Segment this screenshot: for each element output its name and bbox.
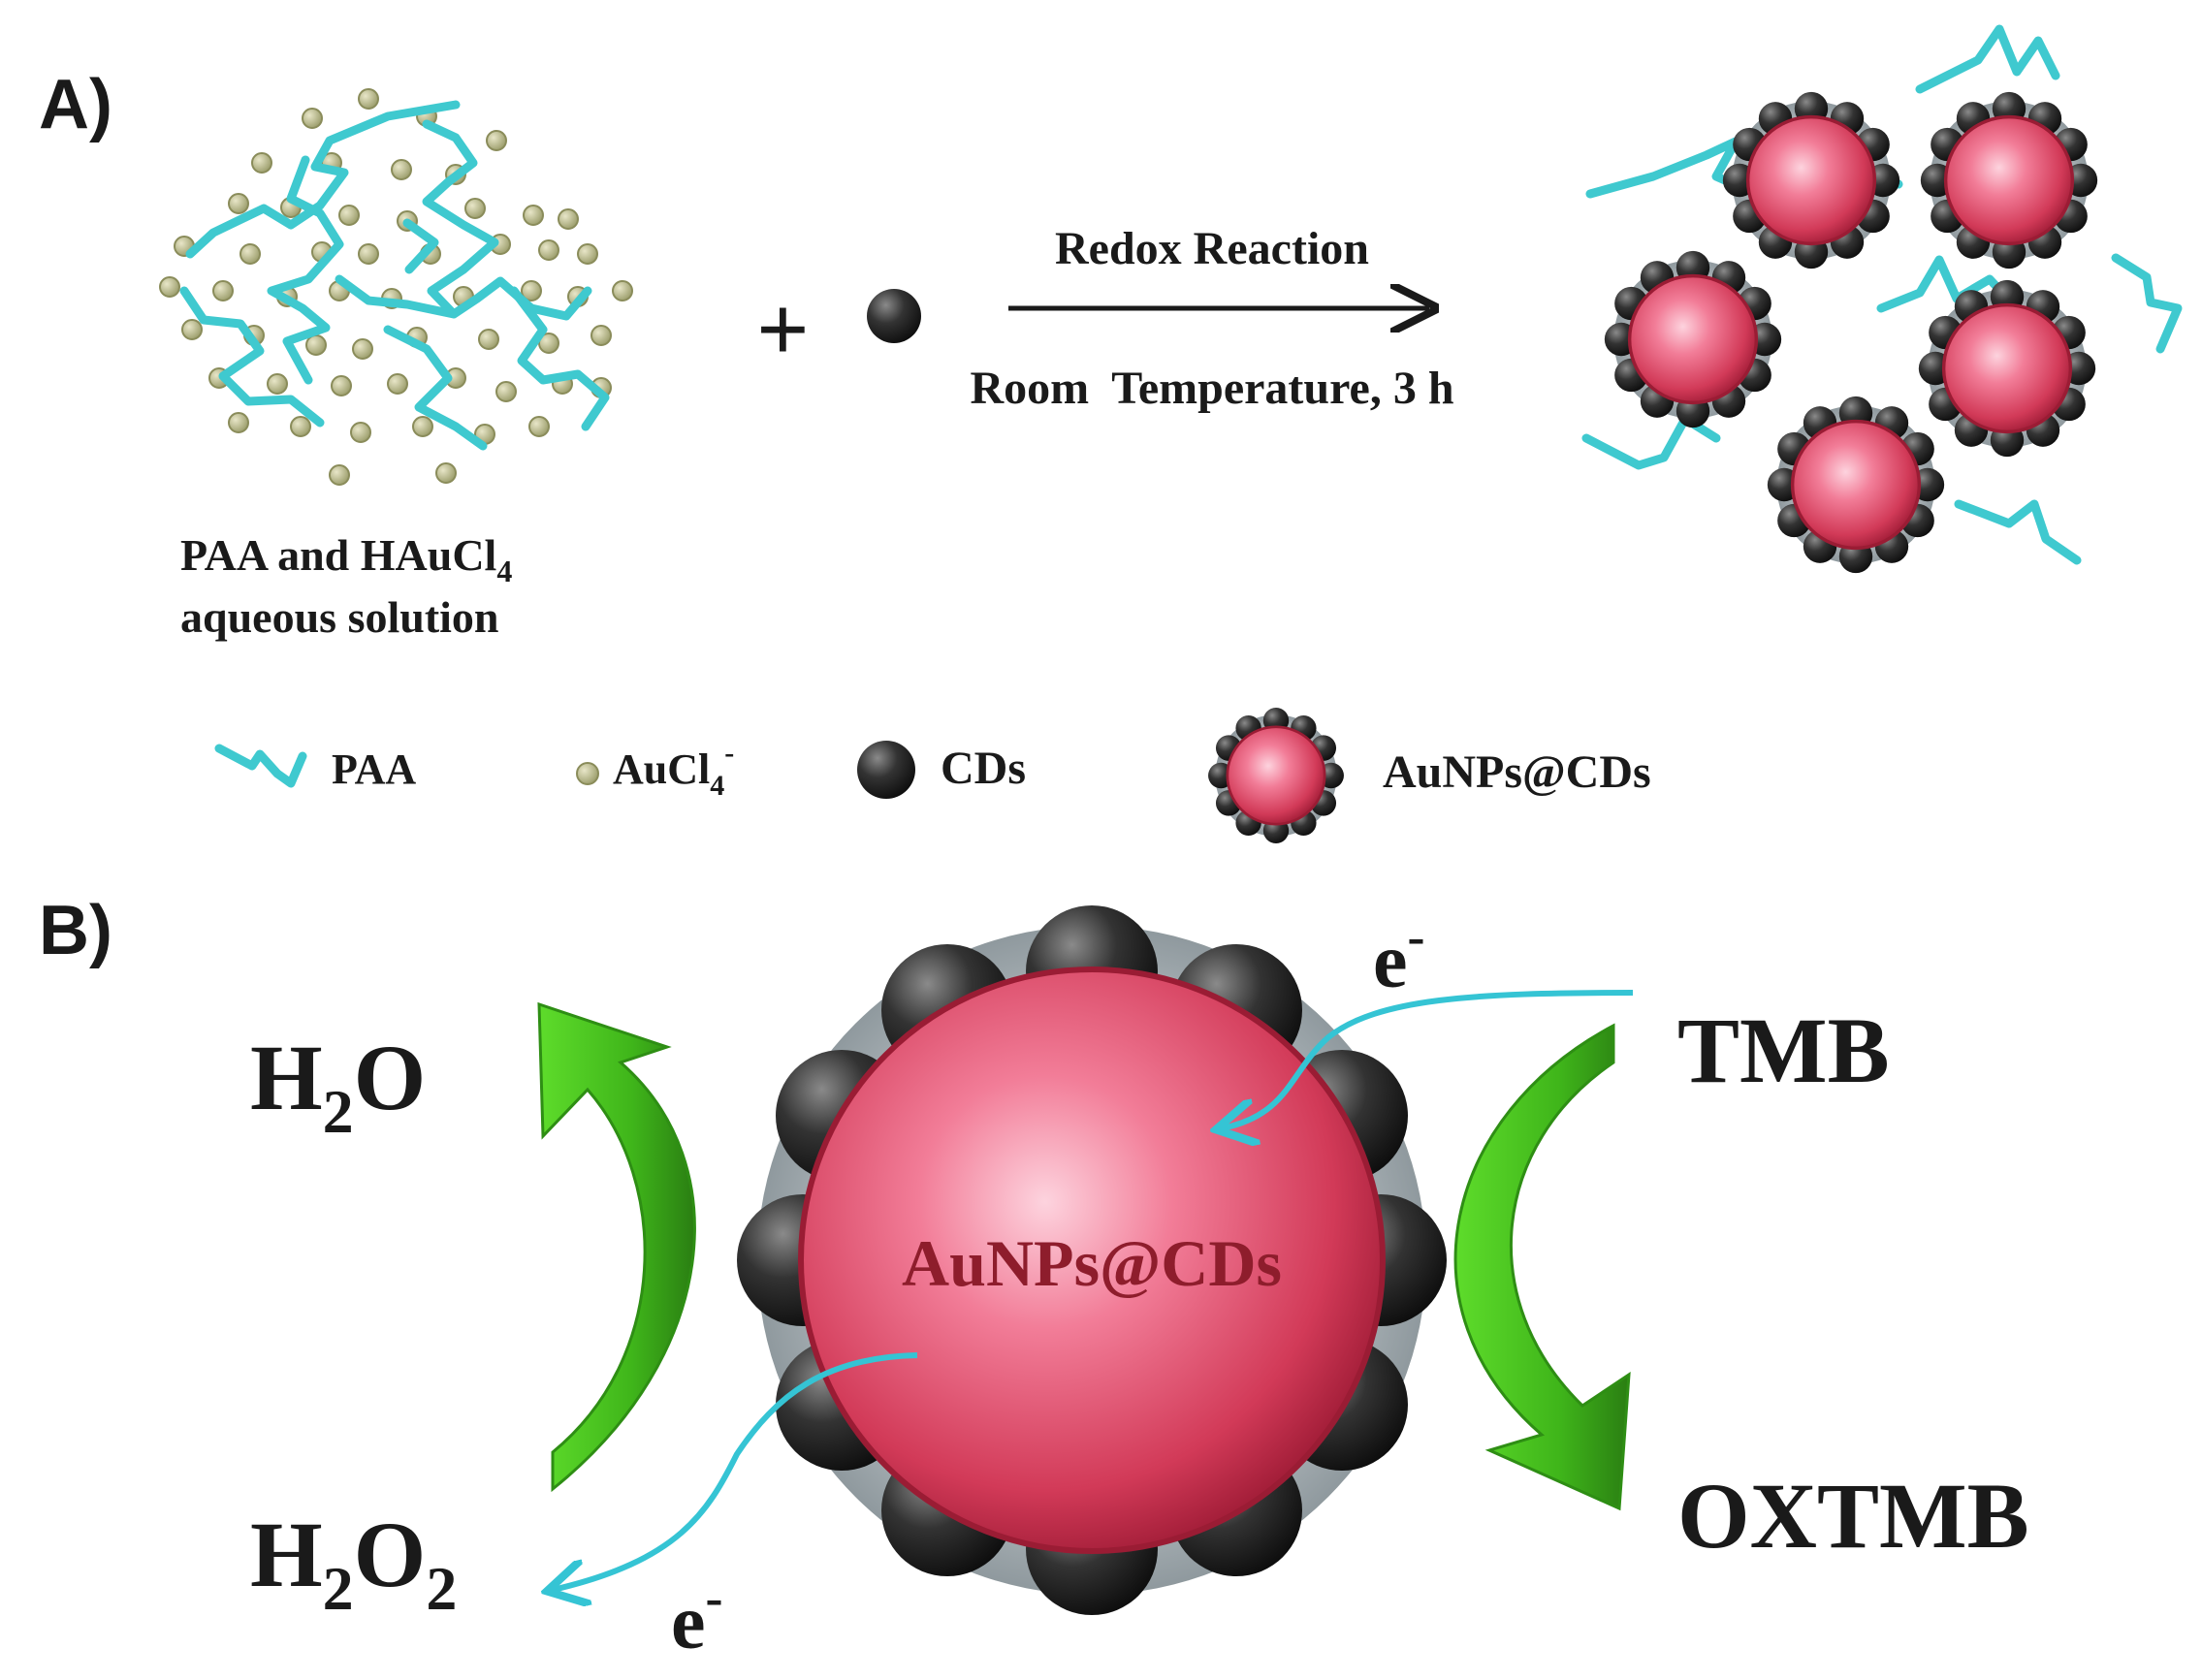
- electron-bottom-e: e: [671, 1580, 706, 1665]
- h2o-sub: 2: [323, 1077, 354, 1146]
- paa-chains: [179, 100, 610, 451]
- central-nanoparticle: AuNPs@CDs: [737, 905, 1447, 1615]
- h2o2-sub2: 2: [426, 1554, 457, 1623]
- tmb-label: TMB: [1677, 998, 1890, 1102]
- h2o-label: H2O: [250, 1026, 426, 1146]
- reactant-caption-line1: PAA and HAuCl4: [180, 530, 512, 588]
- legend-aucl4-label: AuCl4-: [613, 737, 734, 802]
- legend: PAA AuCl4- CDs AuNPs@CDs: [214, 706, 1651, 845]
- electron-path-in: [1222, 990, 1634, 1128]
- electron-bottom-label: e-: [671, 1569, 723, 1665]
- plus-sign: +: [756, 277, 810, 381]
- h2o-h: H: [250, 1026, 323, 1129]
- electron-top-e: e: [1373, 919, 1408, 1004]
- reactant-caption-sub: 4: [496, 554, 512, 588]
- paa-haucl4-mixture: [159, 88, 633, 486]
- electron-path-out: [553, 1352, 918, 1590]
- h2o2-sub1: 2: [323, 1554, 354, 1623]
- product-nanoparticle-1: [1721, 90, 1901, 270]
- reactant-caption-text: PAA and HAuCl: [180, 530, 496, 580]
- legend-aunps-swatch: [1206, 706, 1346, 845]
- oxtmb-label: OXTMB: [1677, 1464, 2029, 1568]
- h2o2-h: H: [250, 1503, 323, 1606]
- legend-cd-label: CDs: [941, 743, 1026, 794]
- h2o2-label: H2O2: [250, 1503, 457, 1623]
- electron-bottom-sup: -: [706, 1569, 723, 1627]
- legend-paa-swatch: [214, 744, 307, 788]
- legend-aucl4-base: AuCl: [613, 745, 710, 793]
- legend-cd-swatch: [857, 741, 915, 799]
- product-nanoparticle-2: [1919, 90, 2099, 270]
- legend-aucl4-sup: -: [724, 737, 734, 769]
- electron-top-sup: -: [1408, 907, 1425, 966]
- h2o-o: O: [354, 1026, 427, 1129]
- product-nanoparticle-3: [1603, 249, 1783, 429]
- center-label: AuNPs@CDs: [902, 1226, 1282, 1300]
- right-curved-arrow: [1453, 1023, 1631, 1511]
- panel-a-label: A): [39, 66, 112, 143]
- h2o2-o: O: [354, 1503, 427, 1606]
- arrow-top-label: Redox Reaction: [1055, 223, 1369, 274]
- electron-top-label: e-: [1373, 907, 1425, 1004]
- legend-aucl4-sub: 4: [710, 770, 724, 802]
- panel-b-label: B): [39, 892, 112, 969]
- reactant-caption-line2: aqueous solution: [180, 592, 499, 642]
- legend-aucl4-swatch: [576, 762, 599, 785]
- legend-paa-label: PAA: [332, 745, 416, 793]
- arrow-bottom-label: Room Temperature, 3 h: [970, 363, 1453, 414]
- aucl4-dots: [159, 88, 633, 486]
- product-nanoparticle-4: [1917, 278, 2097, 459]
- carbon-dot-reactant: [867, 289, 921, 343]
- product-nanoparticle-5: [1766, 395, 1946, 575]
- legend-aunps-label: AuNPs@CDs: [1383, 746, 1651, 798]
- left-curved-arrow: [537, 1001, 696, 1493]
- product-cluster: [1581, 24, 2183, 575]
